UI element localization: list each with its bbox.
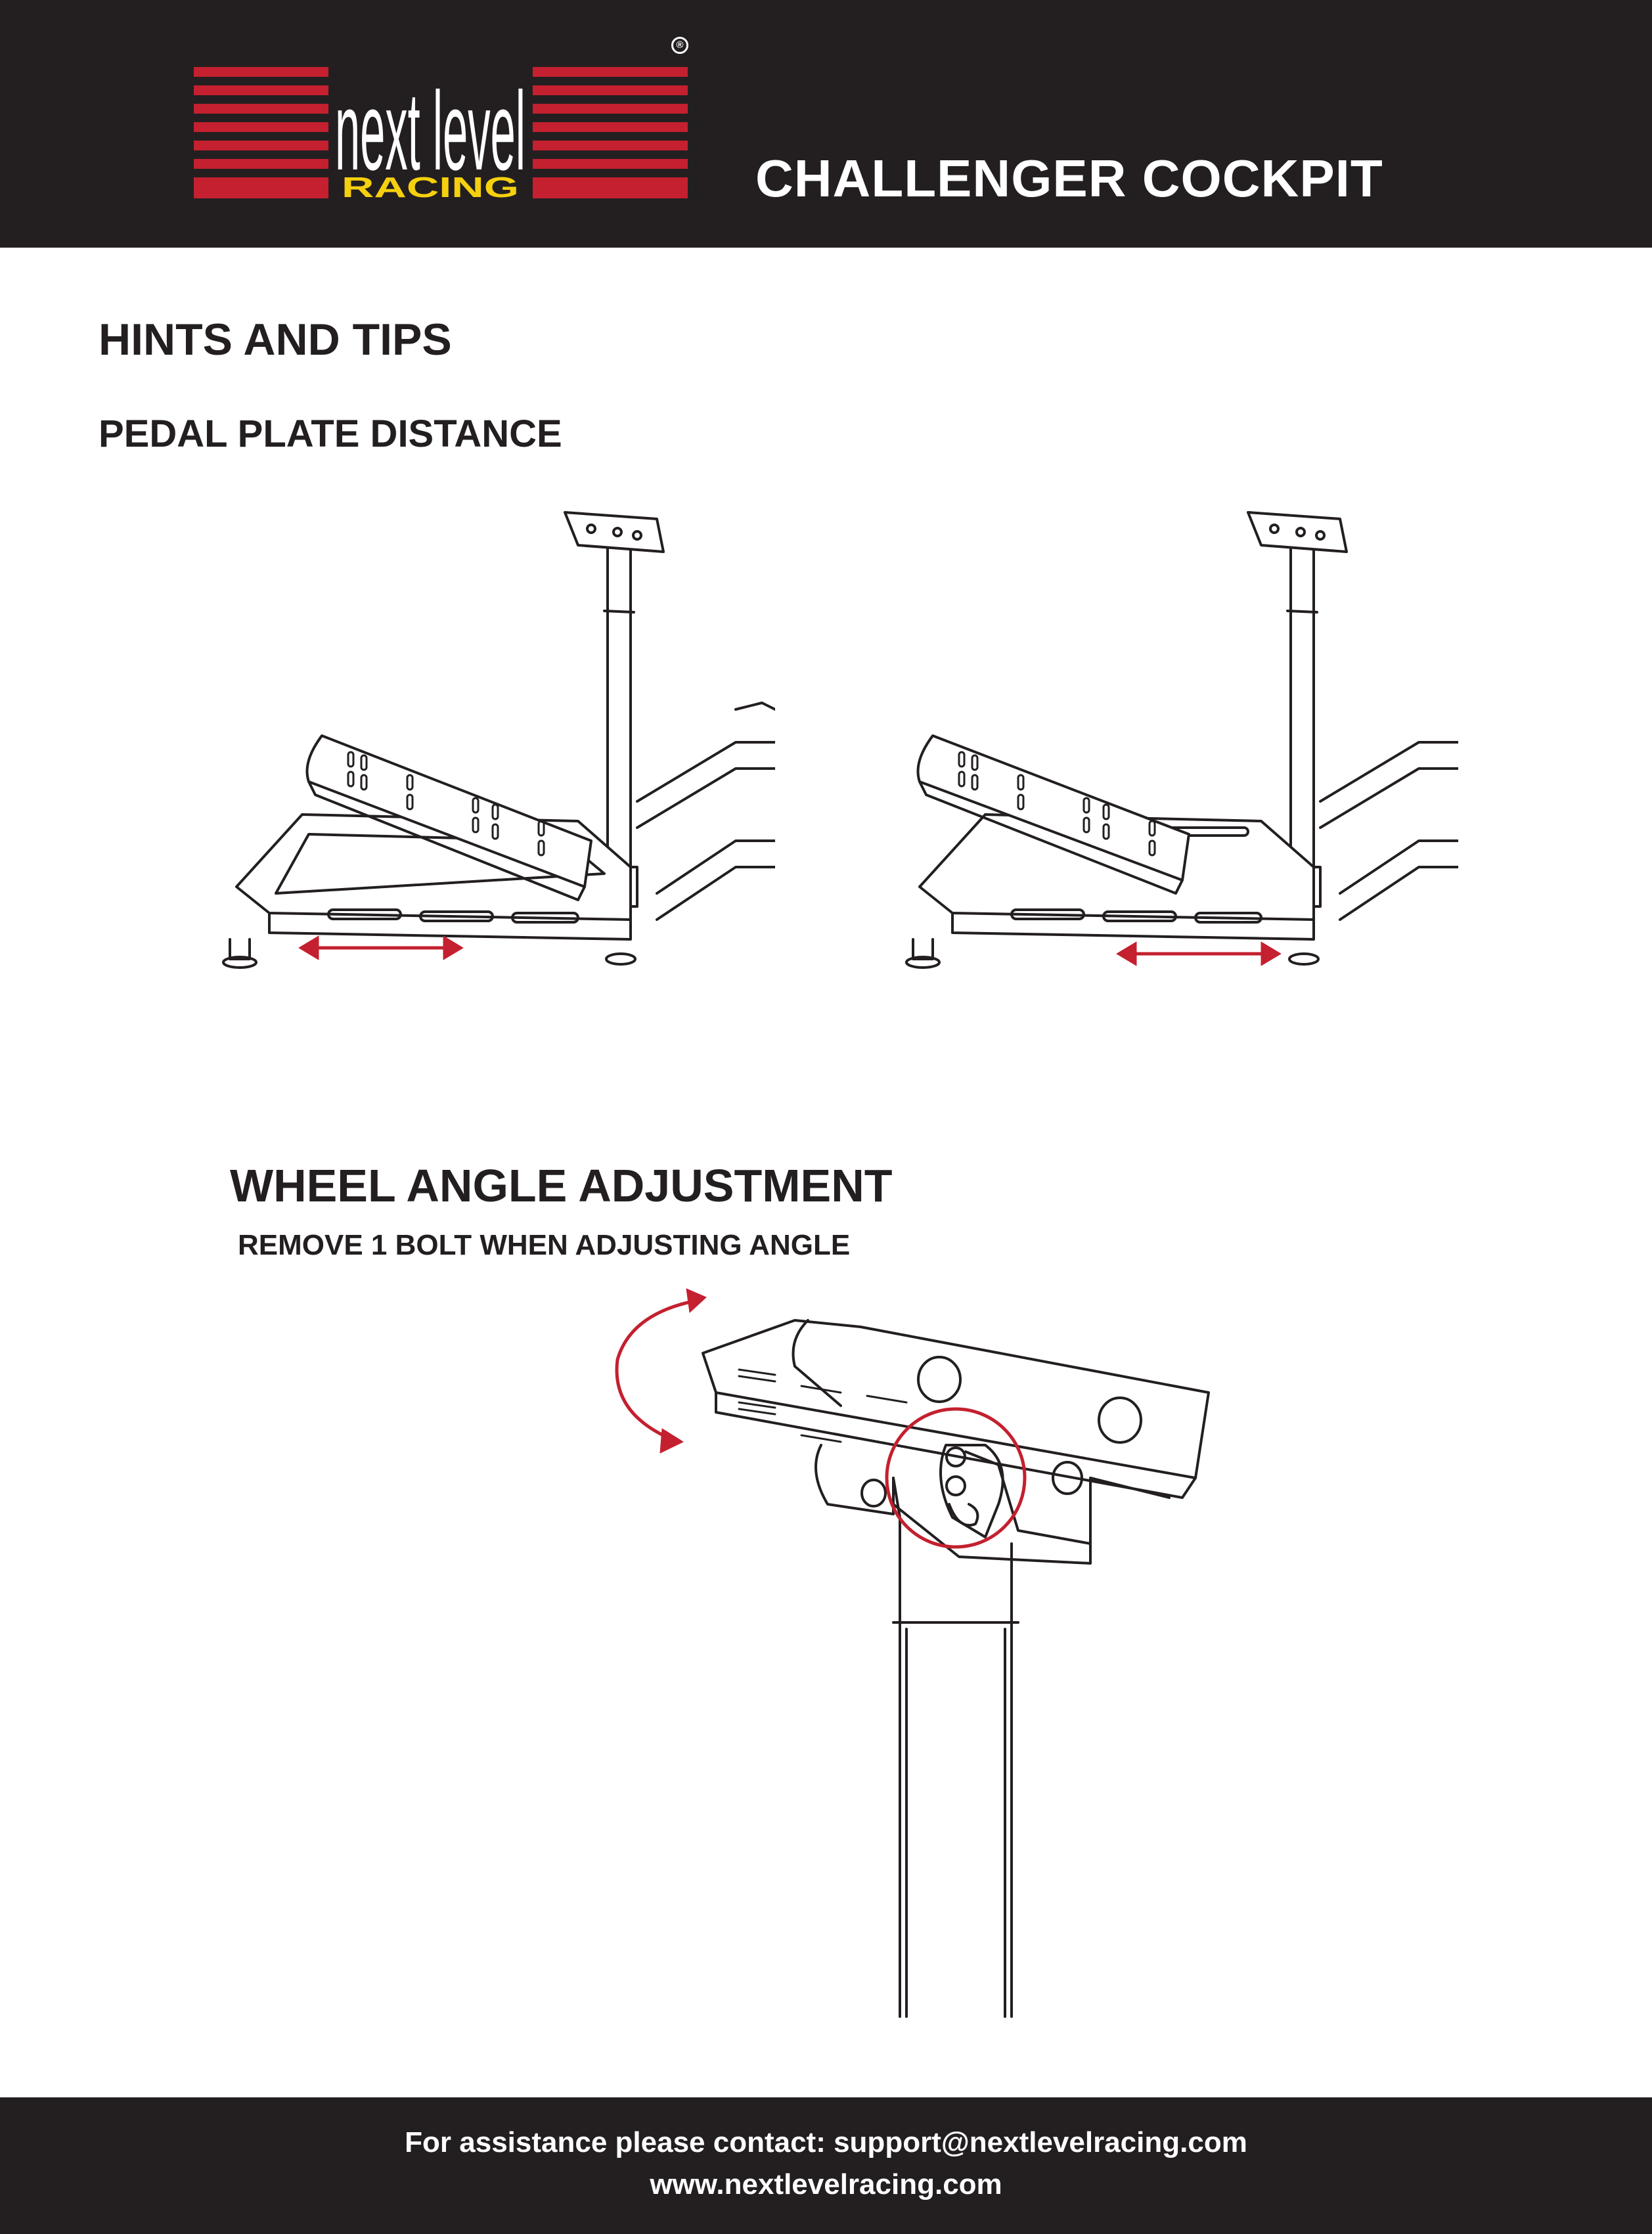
pedal-plate-forward-illustration bbox=[222, 511, 775, 969]
website-link[interactable]: www.nextlevelracing.com bbox=[650, 2168, 1002, 2200]
footer-bar: For assistance please contact: support@n… bbox=[0, 2097, 1652, 2234]
wheel-angle-heading: WHEEL ANGLE ADJUSTMENT bbox=[230, 1160, 893, 1211]
header-bar: next level RACING ® CHALLENGER COCKPIT bbox=[0, 0, 1652, 248]
page-title: CHALLENGER COCKPIT bbox=[755, 149, 1383, 208]
bolt-highlight-circle bbox=[885, 1407, 1027, 1549]
wheel-angle-illustration bbox=[615, 1288, 1210, 2018]
double-arrow-icon bbox=[298, 935, 464, 960]
wheel-angle-subheading: REMOVE 1 BOLT WHEN ADJUSTING ANGLE bbox=[238, 1229, 851, 1261]
registered-mark: ® bbox=[671, 37, 688, 54]
double-arrow-icon bbox=[1116, 941, 1282, 966]
logo-racing: RACING bbox=[342, 171, 519, 202]
pedal-plate-heading: PEDAL PLATE DISTANCE bbox=[99, 413, 562, 455]
pedal-plate-rearward-illustration bbox=[905, 511, 1458, 969]
next-level-racing-logo: next level RACING bbox=[194, 67, 688, 202]
hints-heading: HINTS AND TIPS bbox=[99, 315, 452, 365]
logo-wordmark: next level bbox=[335, 69, 525, 194]
support-contact-text: For assistance please contact: support@n… bbox=[405, 2126, 1247, 2158]
rotate-arrow-icon bbox=[615, 1288, 707, 1454]
